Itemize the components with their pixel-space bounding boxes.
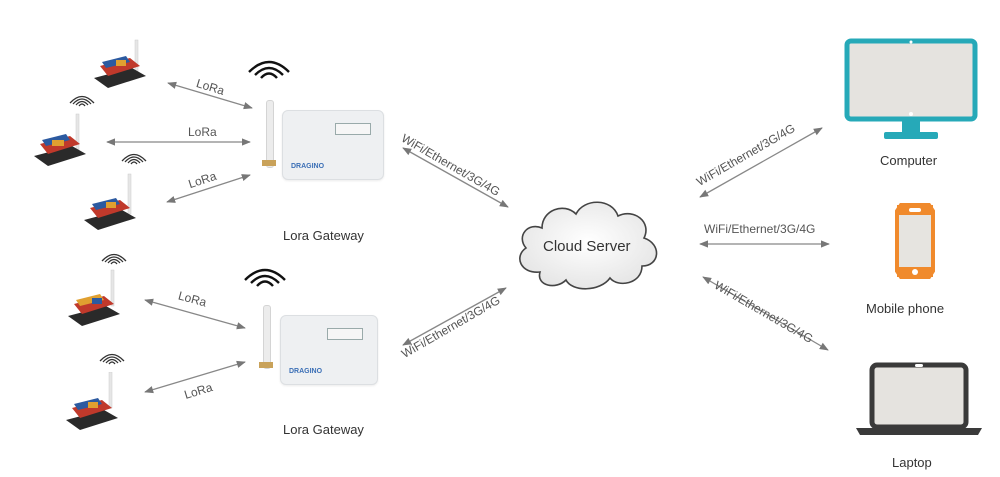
label-cloud-mobile: WiFi/Ethernet/3G/4G [704, 222, 816, 236]
lora-node-4 [68, 269, 120, 326]
computer-icon [844, 38, 978, 139]
antenna-connector [259, 362, 273, 368]
laptop-icon [856, 362, 982, 435]
wifi-signal-icon [69, 95, 95, 107]
brand-logo: DRAGINO [291, 163, 325, 170]
led-panel [327, 328, 363, 340]
arrow-cloud-laptop [702, 276, 829, 351]
arrow-lora-1 [167, 81, 253, 110]
arrow-lora-4 [144, 298, 246, 330]
mobile-phone-icon [895, 203, 935, 279]
wifi-signal-icon [101, 253, 127, 265]
gateway-wifi-icon [248, 60, 290, 79]
gateway-device-bottom: DRAGINO [280, 315, 378, 385]
lora-node-2 [34, 113, 86, 166]
arrow-lora-3 [166, 174, 251, 203]
gateway-antenna [263, 305, 271, 369]
mobile-phone-label: Mobile phone [866, 301, 945, 316]
gateway-antenna [266, 100, 274, 168]
gateway-device-top: DRAGINO [282, 110, 384, 180]
laptop-label: Laptop [892, 455, 932, 470]
gateway-top-label: Lora Gateway [283, 228, 364, 243]
label-lora-2: LoRa [188, 125, 217, 139]
gateway-bottom-label: Lora Gateway [283, 422, 364, 437]
arrow-gw-bottom-cloud [402, 287, 507, 346]
led-panel [335, 123, 371, 135]
cloud-server-label: Cloud Server [543, 238, 631, 255]
lora-node-1 [94, 39, 146, 88]
brand-logo: DRAGINO [289, 368, 323, 375]
computer-label: Computer [880, 153, 938, 168]
arrow-cloud-computer [699, 127, 823, 198]
arrow-gw-top-cloud [402, 147, 509, 208]
lora-node-5 [66, 372, 118, 430]
wifi-signal-icon [121, 153, 147, 165]
cloud-server-icon [519, 201, 658, 290]
wifi-signal-icon [99, 353, 125, 365]
lora-node-3 [84, 173, 136, 230]
antenna-connector [262, 160, 276, 166]
arrow-lora-5 [144, 360, 246, 394]
gateway-wifi-icon [244, 268, 286, 287]
